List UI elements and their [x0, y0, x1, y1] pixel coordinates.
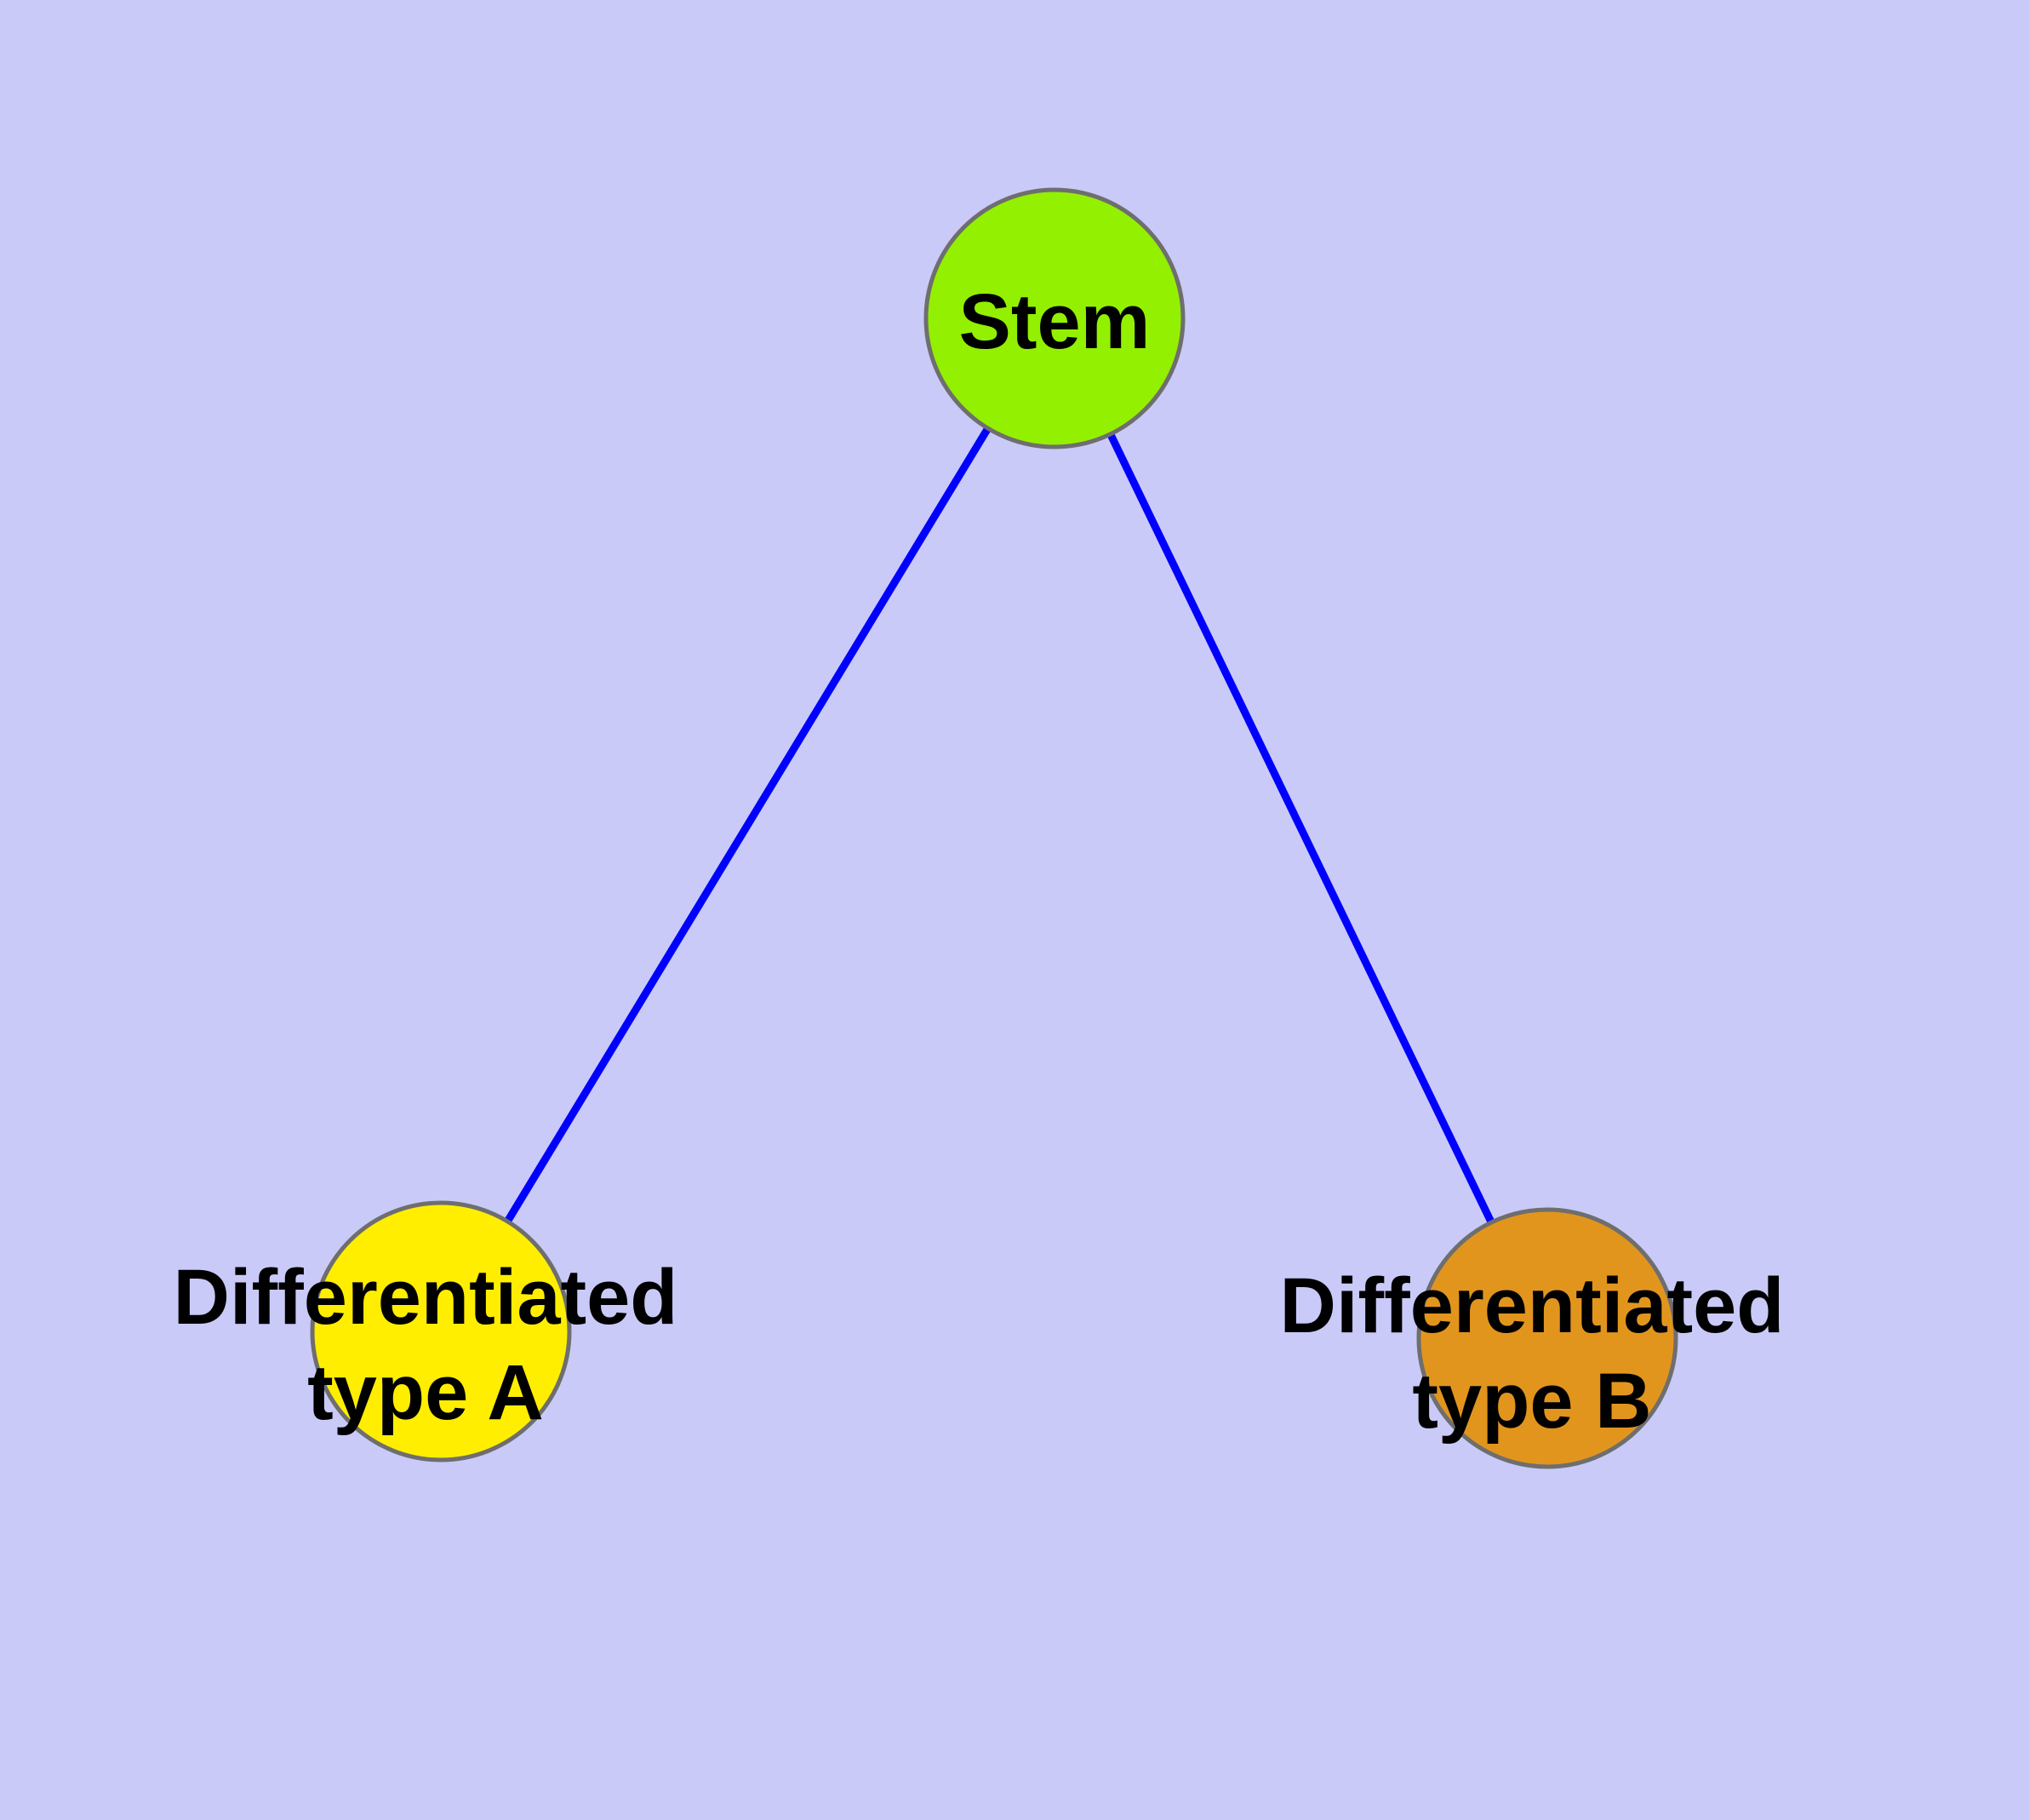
- edge-stem-to-type-b: [1050, 317, 1552, 1340]
- node-stem: [923, 187, 1186, 449]
- edge-stem-to-type-a: [437, 316, 1058, 1334]
- node-differentiated-type-b: [1416, 1207, 1678, 1469]
- node-differentiated-type-a: [310, 1200, 572, 1462]
